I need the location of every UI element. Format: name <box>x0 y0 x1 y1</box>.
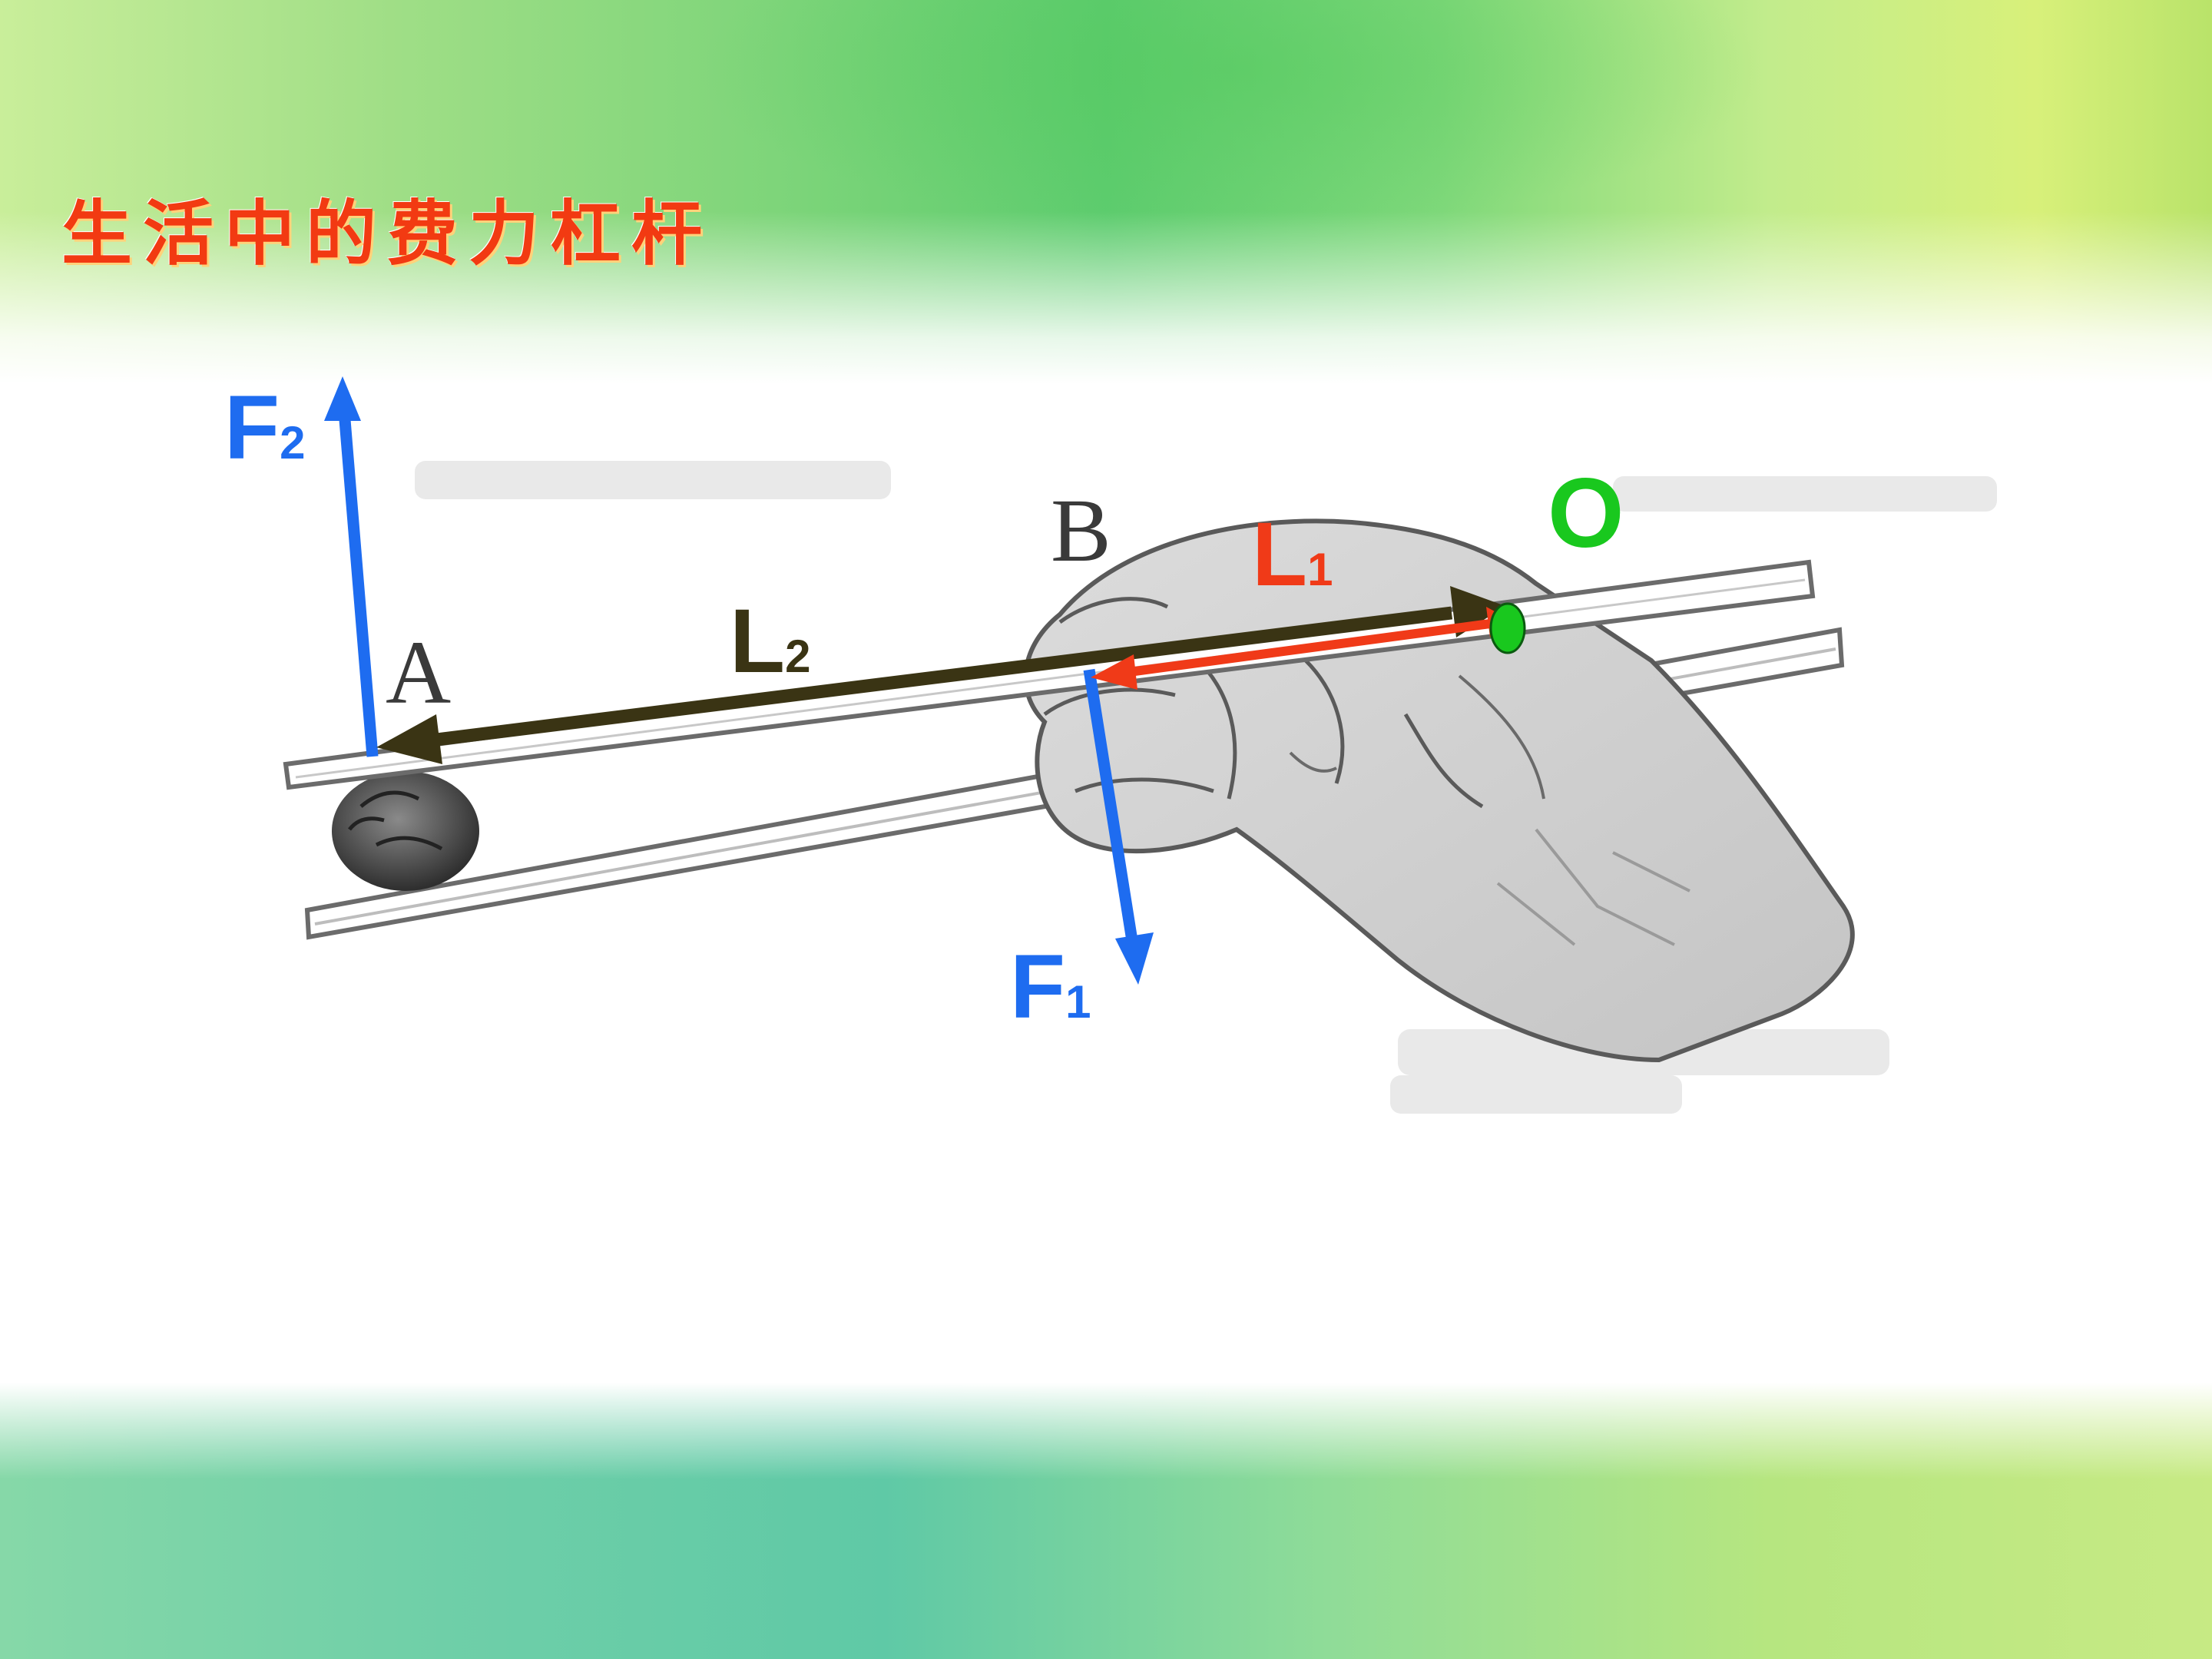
fulcrum-dot <box>1489 602 1526 654</box>
point-o-label: O <box>1548 459 1624 568</box>
arm-l1-label-sub: 1 <box>1307 544 1333 595</box>
force-f1-label-main: F <box>1010 936 1065 1038</box>
arm-l2-label: L2 <box>730 591 810 692</box>
header-shine <box>691 0 1767 230</box>
point-a-label: A <box>386 622 451 723</box>
force-f1-label: F1 <box>1010 936 1091 1038</box>
force-f2-label-main: F <box>224 377 280 478</box>
point-b-label: B <box>1051 480 1111 581</box>
force-f2-label: F2 <box>224 377 305 478</box>
force-f1-arrow <box>1083 668 1154 985</box>
arm-l1-label: L1 <box>1252 504 1333 605</box>
slide-title: 生活中的费力杠杆 <box>61 193 714 275</box>
arm-l2-label-main: L <box>730 591 785 692</box>
arm-l2-label-sub: 2 <box>785 631 810 682</box>
arm-l1-label-main: L <box>1252 504 1307 605</box>
footer-background <box>0 1382 2212 1659</box>
faint-background-text <box>415 461 1997 1114</box>
force-f2-label-sub: 2 <box>280 417 305 469</box>
force-f1-label-sub: 1 <box>1065 976 1091 1028</box>
header-background <box>0 0 2212 384</box>
force-f2-arrow <box>324 376 379 757</box>
food-piece <box>332 771 479 891</box>
